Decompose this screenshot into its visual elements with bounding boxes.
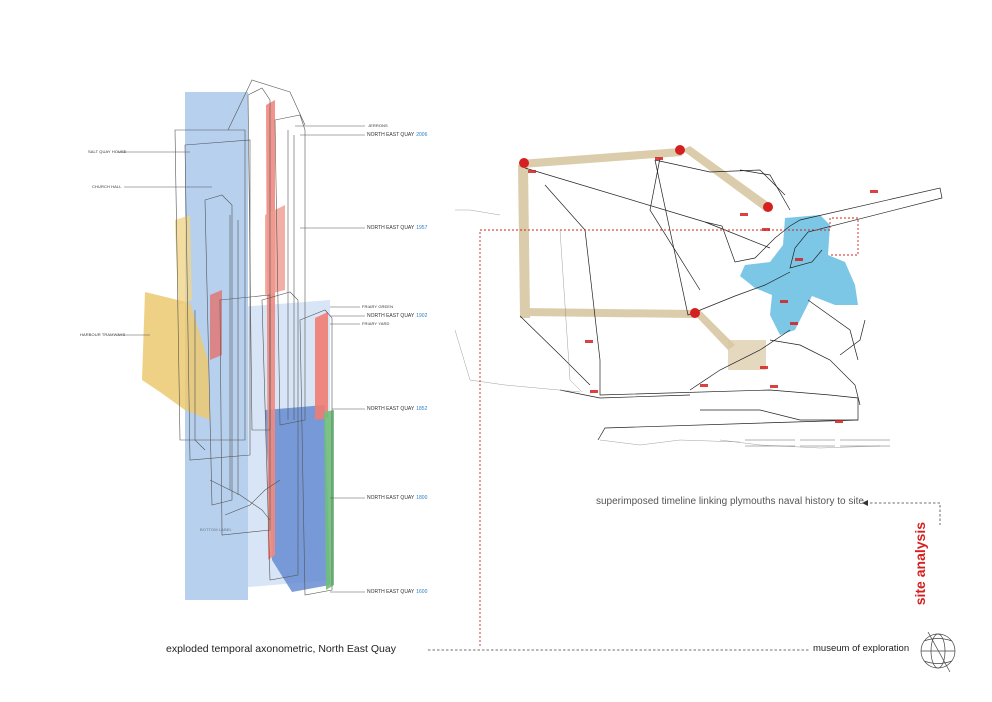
event-nodes bbox=[519, 145, 773, 318]
event-node-1 bbox=[519, 158, 529, 168]
axo-caption: exploded temporal axonometric, North Eas… bbox=[166, 643, 396, 655]
event-node-4 bbox=[690, 308, 700, 318]
yellow-plane-upper bbox=[175, 215, 192, 305]
museum-caption: museum of exploration bbox=[813, 643, 910, 654]
arrow-left-icon bbox=[862, 500, 868, 506]
label-bottom: BOTTOM LABEL bbox=[200, 527, 232, 532]
timeline-lines bbox=[519, 157, 943, 441]
event-node-2 bbox=[675, 145, 685, 155]
label-salt-quay-house: SALT QUAY HOUSE bbox=[88, 149, 127, 154]
red-dotted-link bbox=[479, 217, 859, 646]
label-church-hall: CHURCH HALL bbox=[92, 184, 122, 189]
tan-route-strips bbox=[518, 146, 772, 350]
caption-connectors bbox=[428, 502, 941, 651]
event-node-3 bbox=[763, 202, 773, 212]
red-strip-mid bbox=[210, 290, 222, 360]
grid-patch bbox=[728, 340, 766, 370]
globe-sketch-icon bbox=[920, 631, 956, 673]
site-water-area bbox=[740, 215, 858, 335]
timeline-map bbox=[454, 145, 943, 646]
leader-lines-left bbox=[118, 151, 212, 336]
axo-linework bbox=[174, 79, 333, 596]
map-legend bbox=[745, 439, 890, 447]
label-jerrons: JERRONS bbox=[368, 123, 388, 128]
leader-lines-right bbox=[295, 125, 365, 593]
red-strip-block bbox=[265, 205, 285, 295]
label-friary-yard: FRIARY YARD bbox=[362, 321, 390, 326]
yellow-plane-tramways bbox=[142, 292, 210, 420]
green-strip bbox=[324, 410, 334, 590]
timeline-caption: superimposed timeline linking plymouths … bbox=[596, 496, 864, 507]
date-tags bbox=[528, 157, 878, 423]
section-title: site analysis bbox=[912, 522, 928, 606]
label-friary-green: FRIARY GREEN bbox=[362, 304, 394, 309]
label-harbour-tramways: HARBOUR TRAMWAYS bbox=[80, 332, 126, 337]
dark-blue-plane bbox=[265, 405, 330, 592]
timeline-thin-lines bbox=[454, 209, 881, 449]
red-strip-right bbox=[315, 312, 328, 420]
